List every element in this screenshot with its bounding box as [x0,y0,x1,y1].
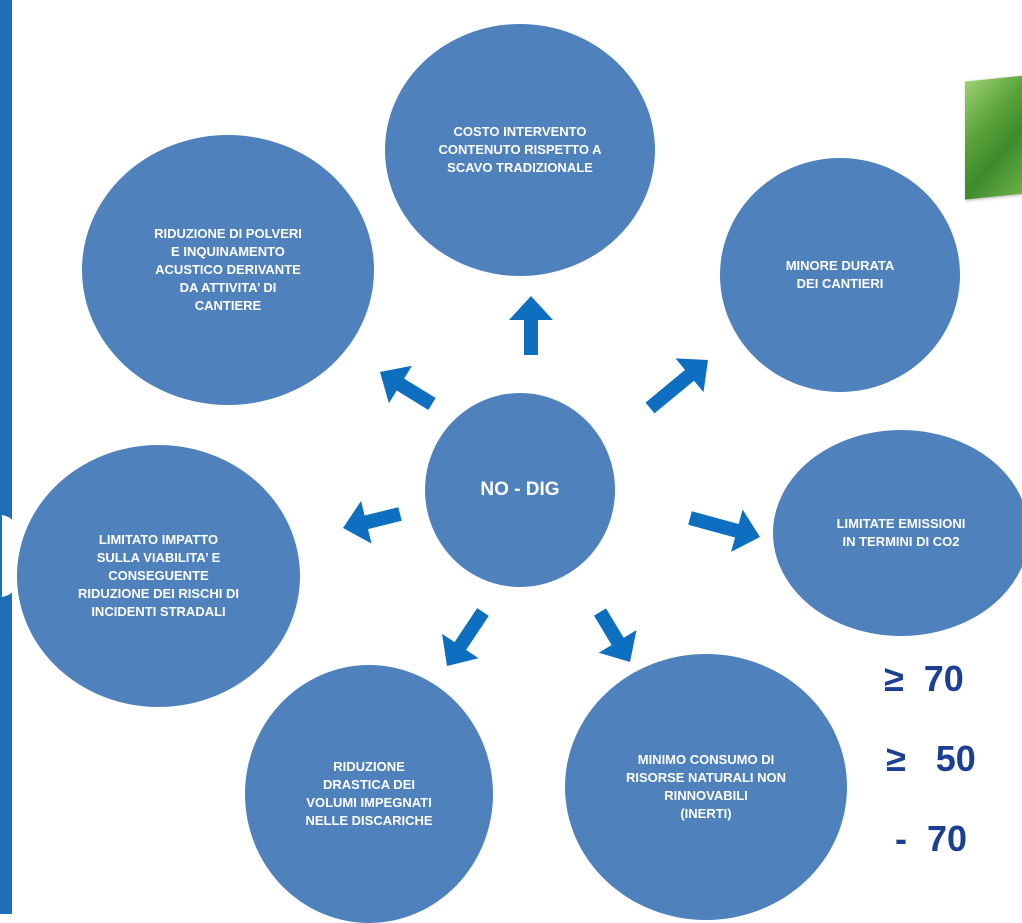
arrow-to-discariche [442,608,489,666]
percentage-2: ≥ 50 [886,738,976,779]
center-node: NO - DIG [425,393,615,587]
node-polveri: RIDUZIONE DI POLVERI E INQUINAMENTO ACUS… [82,135,374,405]
center-node-label: NO - DIG [480,479,560,500]
arrow-to-emissioni [688,509,760,552]
left-border-notch [0,515,18,597]
percentage-3: - 70 [895,818,968,859]
node-durata-label: MINORE DURATA DEI CANTIERI [785,258,895,291]
node-discariche-label: RIDUZIONE DRASTICA DEI VOLUMI IMPEGNATI … [305,759,433,828]
percentage-1: ≥ 70 [884,658,964,699]
arrow-to-viabilita [343,500,402,544]
arrow-to-durata [645,358,708,414]
node-viabilita: LIMITATO IMPATTO SULLA VIABILITA’ E CONS… [17,445,300,707]
left-border-stripe [0,0,12,914]
node-costo: COSTO INTERVENTO CONTENUTO RISPETTO A SC… [385,24,655,276]
node-polveri-label: RIDUZIONE DI POLVERI E INQUINAMENTO ACUS… [154,226,302,313]
node-viabilita-label: LIMITATO IMPATTO SULLA VIABILITA’ E CONS… [77,532,240,619]
node-emissioni-label: LIMITATE EMISSIONI IN TERMINI DI CO2 [836,516,966,549]
node-costo-label: COSTO INTERVENTO CONTENUTO RISPETTO A SC… [438,124,602,175]
node-risorse-label: MINIMO CONSUMO DI RISORSE NATURALI NON R… [625,752,787,821]
node-risorse: MINIMO CONSUMO DI RISORSE NATURALI NON R… [565,654,847,920]
arrow-to-risorse [594,608,637,662]
node-discariche: RIDUZIONE DRASTICA DEI VOLUMI IMPEGNATI … [245,665,493,923]
node-durata: MINORE DURATA DEI CANTIERI [720,158,960,392]
arrow-to-costo [509,296,553,355]
node-emissioni: LIMITATE EMISSIONI IN TERMINI DI CO2 [773,430,1022,636]
arrow-to-polveri [380,365,436,410]
